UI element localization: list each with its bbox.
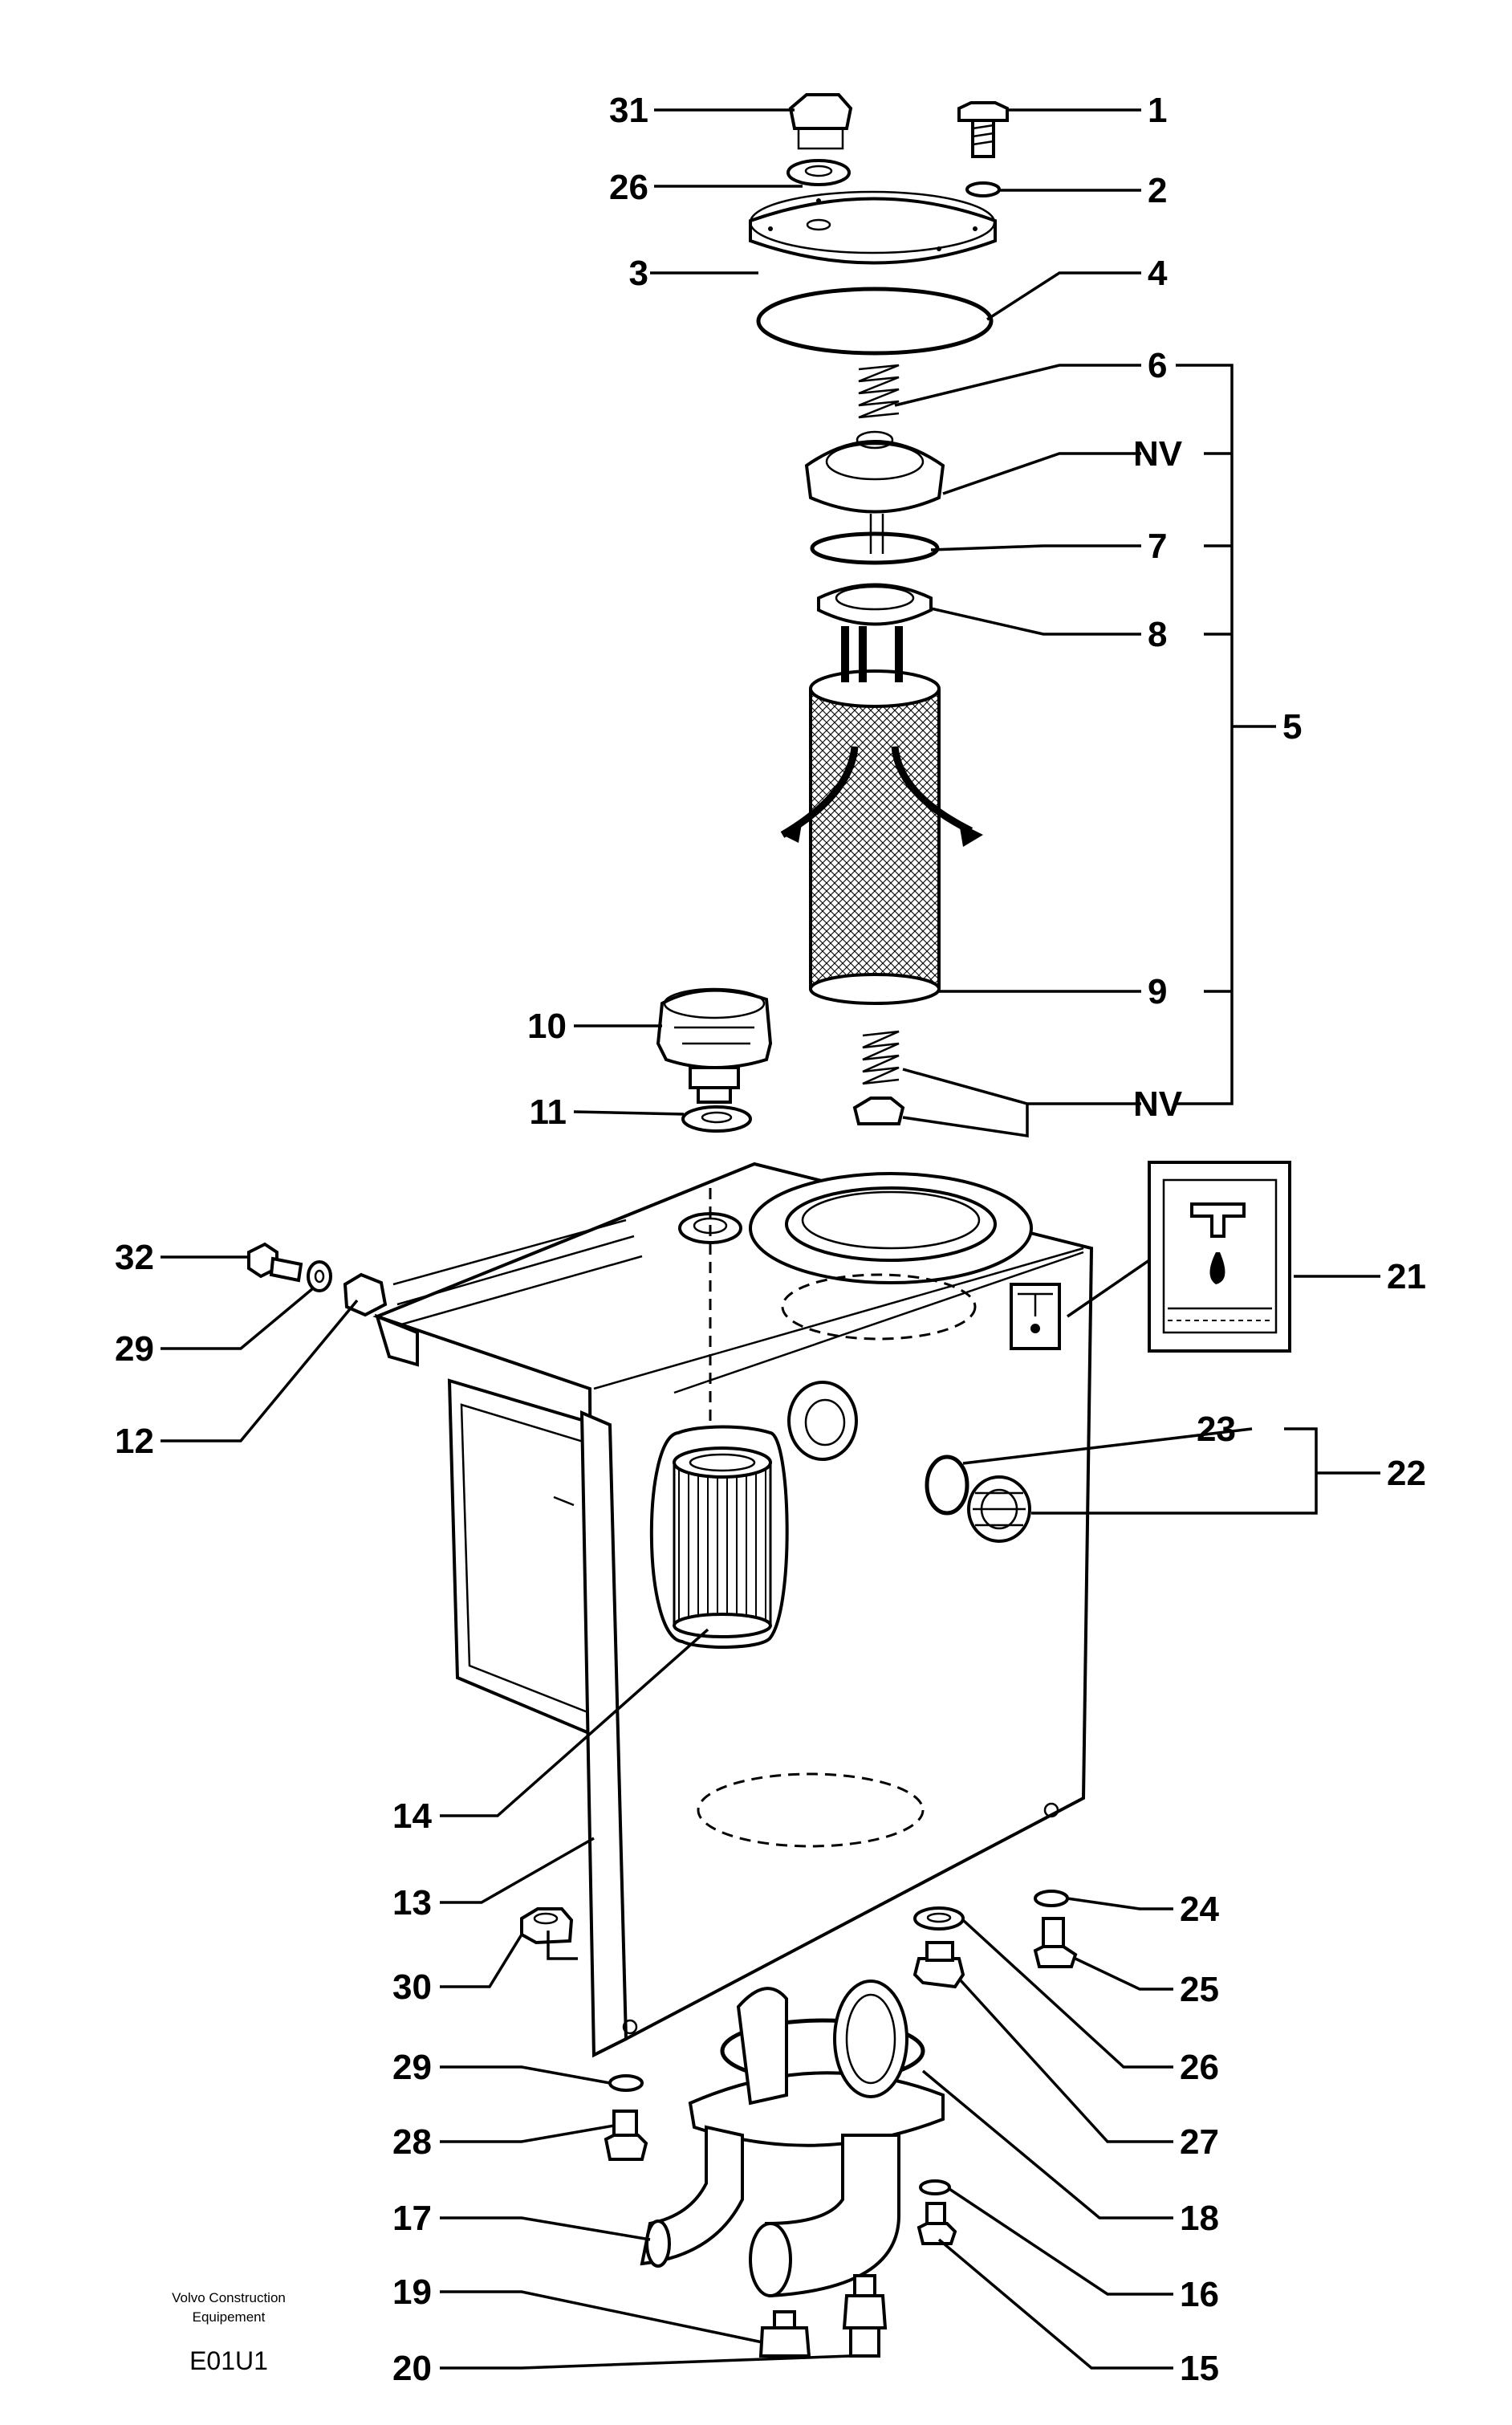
callout-22: 22 <box>1387 1454 1426 1493</box>
washer-24 <box>1034 1890 1069 1907</box>
valve-head <box>804 430 945 554</box>
callout-29-bottom: 29 <box>392 2048 432 2087</box>
callout-10: 10 <box>527 1007 567 1046</box>
washer-26-bottom <box>913 1906 965 1931</box>
callout-2: 2 <box>1148 171 1167 210</box>
callout-23: 23 <box>1197 1410 1236 1449</box>
breather-washer <box>681 1105 752 1133</box>
bolt-28 <box>604 2110 648 2161</box>
fitting-19 <box>758 2310 811 2358</box>
callout-5: 5 <box>1282 707 1302 747</box>
callout-6: 6 <box>1148 346 1167 385</box>
callout-30: 30 <box>392 1967 432 2007</box>
callout-28: 28 <box>392 2122 432 2162</box>
callout-14: 14 <box>392 1796 432 1836</box>
leader-lines <box>161 108 1380 2370</box>
callout-8: 8 <box>1148 615 1167 654</box>
callout-19: 19 <box>392 2272 432 2312</box>
callout-26-top: 26 <box>609 168 648 207</box>
bolt-32 <box>247 1242 303 1283</box>
callout-27: 27 <box>1180 2122 1219 2162</box>
callout-9: 9 <box>1148 972 1167 1011</box>
bolt-top <box>957 101 1009 158</box>
callout-labels: 31 26 3 1 2 4 6 NV 7 8 5 9 NV 10 11 32 2… <box>115 91 1426 2388</box>
callout-7: 7 <box>1148 527 1167 566</box>
valve-spring-lower <box>852 1030 905 1125</box>
footer: Volvo Construction Equipement E01U1 <box>172 2290 286 2375</box>
o-ring-small <box>810 531 940 565</box>
credit-line-2: Equipement <box>193 2309 266 2325</box>
callout-3: 3 <box>629 254 648 293</box>
callout-32: 32 <box>115 1238 154 1277</box>
callout-nv-upper: NV <box>1133 434 1183 474</box>
callout-11: 11 <box>529 1092 567 1132</box>
sight-glass-o-ring <box>925 1455 969 1516</box>
seat-ring <box>817 583 933 626</box>
callout-16: 16 <box>1180 2275 1219 2314</box>
callout-12: 12 <box>115 1422 154 1461</box>
suction-manifold <box>640 1979 945 2298</box>
callout-4: 4 <box>1148 254 1168 293</box>
o-ring-large <box>756 287 994 356</box>
callout-13: 13 <box>392 1883 432 1923</box>
callout-15: 15 <box>1180 2349 1219 2388</box>
suction-strainer <box>649 1425 789 1649</box>
sight-glass-plug <box>967 1475 1031 1543</box>
credit-line-1: Volvo Construction <box>172 2290 286 2305</box>
callout-21: 21 <box>1387 1257 1426 1296</box>
washer-29-left <box>307 1260 332 1292</box>
callout-24: 24 <box>1180 1890 1219 1929</box>
washer-29-bottom <box>608 2074 644 2092</box>
bolt-15 <box>917 2202 957 2245</box>
return-filter-element <box>780 626 983 1005</box>
drain-plug-nut <box>520 1907 574 1945</box>
fitting-20 <box>842 2274 888 2358</box>
callout-1: 1 <box>1148 91 1167 130</box>
spring-upper <box>858 364 900 419</box>
plug-27 <box>912 1941 965 1989</box>
washer-16 <box>919 2179 951 2195</box>
callout-nv-lower: NV <box>1133 1084 1183 1124</box>
callout-17: 17 <box>392 2199 432 2238</box>
callout-31: 31 <box>609 91 648 130</box>
breather-cap <box>656 987 773 1104</box>
callout-25: 25 <box>1180 1970 1219 2009</box>
callout-29-left: 29 <box>115 1329 154 1369</box>
bolt-25 <box>1033 1917 1078 1968</box>
callout-20: 20 <box>392 2349 432 2388</box>
figure-code: E01U1 <box>189 2346 268 2375</box>
callout-18: 18 <box>1180 2199 1219 2238</box>
level-decal-detail <box>1148 1161 1291 1353</box>
plug <box>788 93 853 150</box>
callout-26-bottom: 26 <box>1180 2048 1219 2087</box>
washer-small <box>965 181 1001 197</box>
washer-top <box>786 159 851 186</box>
cover-plate <box>749 190 997 265</box>
